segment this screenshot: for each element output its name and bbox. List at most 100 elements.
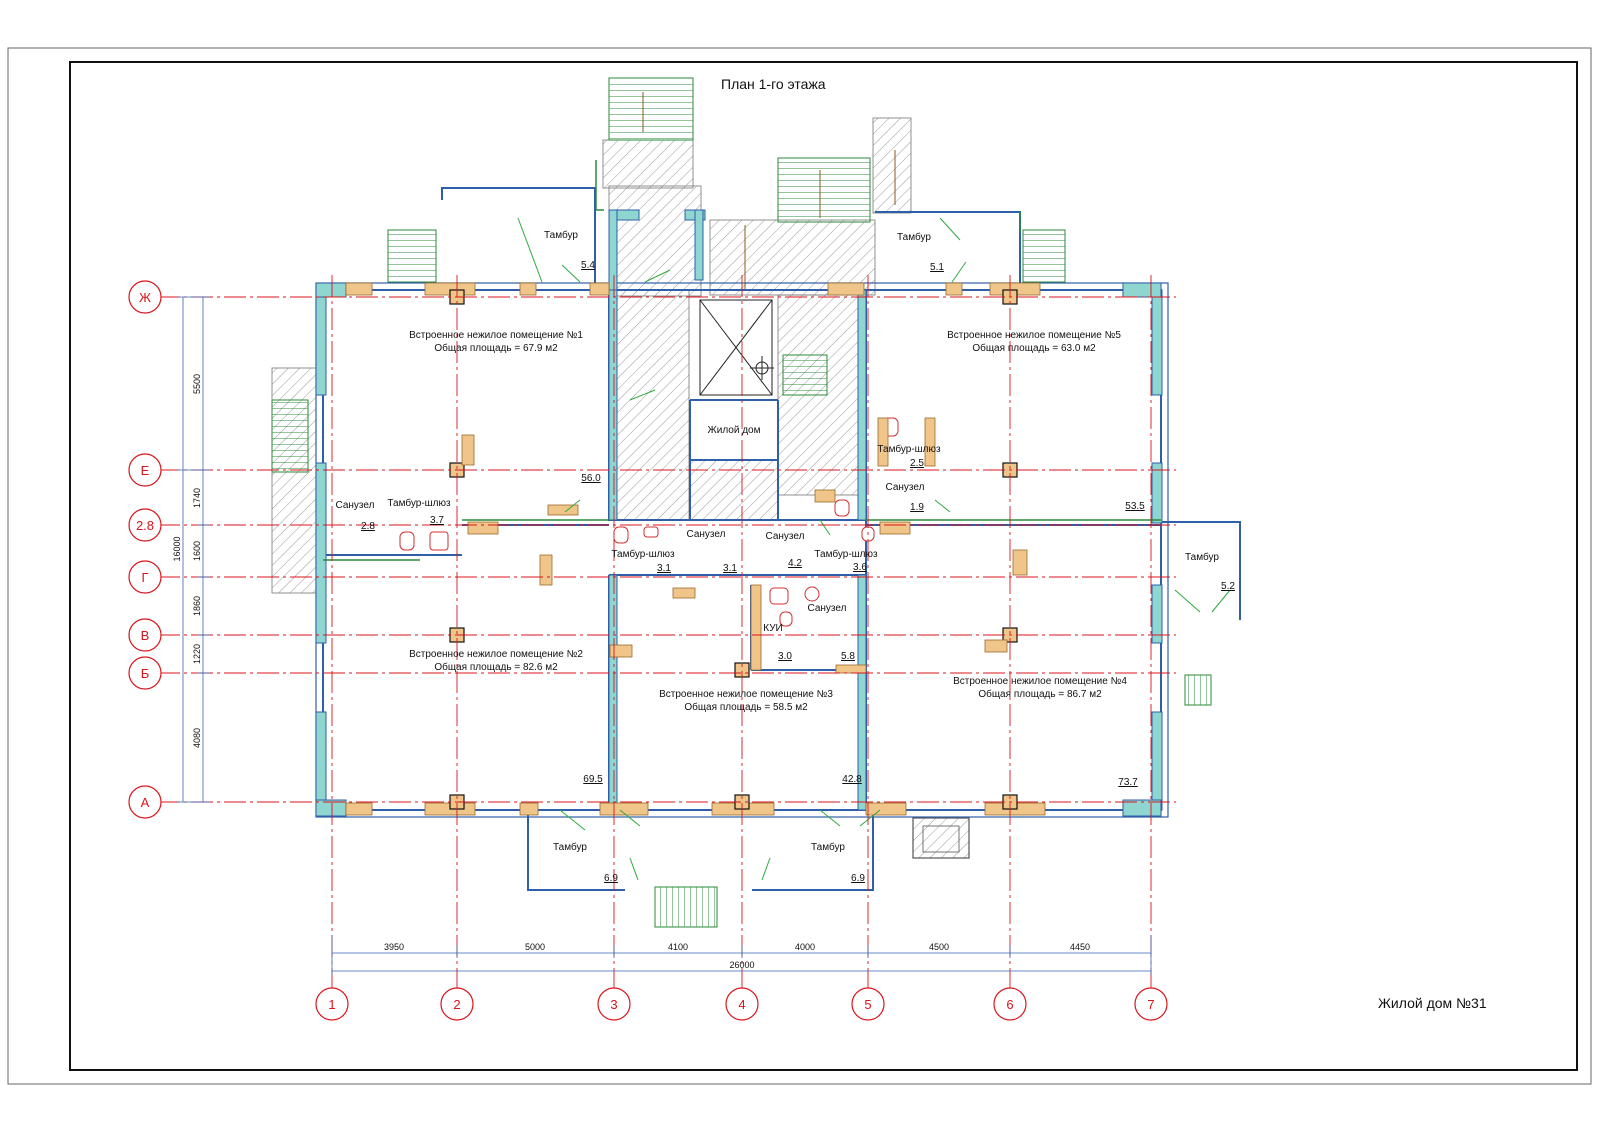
room-4-area: Общая площадь = 86.7 м2 (978, 688, 1102, 700)
axis-label-5: 5 (864, 997, 871, 1012)
area-t-top-left: 5.4 (581, 260, 595, 271)
dim-1740: 1740 (192, 488, 202, 508)
shluz-left: Тамбур-шлюз (387, 497, 451, 509)
area-t-bottom-left: 6.9 (604, 873, 618, 884)
dim-16000: 16000 (172, 536, 182, 561)
dim-4000: 4000 (795, 942, 815, 952)
tambur-bottom-left: Тамбур (553, 841, 587, 853)
area-shluz-c1: 3.1 (657, 563, 671, 574)
sanuzel-right: Санузел (886, 482, 925, 493)
area-kui: 3.0 (778, 651, 792, 662)
area-san-c3: 5.8 (841, 651, 855, 662)
dimension-values-vertical: 5500 1740 1600 1860 1220 4080 16000 (172, 374, 202, 748)
dim-4500: 4500 (929, 942, 949, 952)
dim-5000: 5000 (525, 942, 545, 952)
room-1-area: Общая площадь = 67.9 м2 (434, 342, 558, 354)
grid-axes-vertical (331, 275, 1152, 990)
dimension-lines-horizontal (331, 935, 1152, 975)
dim-4450: 4450 (1070, 942, 1090, 952)
dimension-values-horizontal: 3950 5000 4100 4000 4500 4450 26000 (384, 942, 1090, 970)
axis-labels-left: Ж Е 2.8 Г В Б А (136, 290, 154, 810)
tambur-right: Тамбур (1185, 551, 1219, 563)
door-swings (517, 217, 1231, 881)
axis-label-g: Г (141, 570, 148, 585)
area-r3: 42.8 (842, 774, 862, 785)
area-shluz-left: 3.7 (430, 515, 444, 526)
dim-4080: 4080 (192, 728, 202, 748)
elevator-shaft (699, 299, 774, 396)
dim-5500: 5500 (192, 374, 202, 394)
hatched-cores (271, 117, 970, 859)
area-t-right: 5.2 (1221, 581, 1235, 592)
area-r4: 73.7 (1118, 777, 1138, 788)
building-label: Жилой дом №31 (1378, 995, 1487, 1011)
axis-label-b: Б (141, 666, 150, 681)
wet-zone-walls (461, 417, 1028, 674)
area-r1: 56.0 (581, 473, 601, 484)
axis-label-6: 6 (1006, 997, 1013, 1012)
axis-bubbles-left (128, 280, 162, 819)
outer-frame (7, 47, 1592, 1085)
kui-label: КУИ (763, 623, 782, 634)
area-shluz-c2: 4.2 (788, 558, 802, 569)
axis-label-v: В (141, 628, 150, 643)
sanuzel-left: Санузел (336, 500, 375, 511)
axis-labels-bottom: 1 2 3 4 5 6 7 (328, 997, 1154, 1012)
area-shluz-right: 2.5 (910, 458, 924, 469)
axis-label-2: 2 (453, 997, 460, 1012)
wall-openings (345, 282, 1046, 816)
room-2-name: Встроенное нежилое помещение №2 (409, 649, 583, 660)
shluz-center-2: Тамбур-шлюз (814, 548, 878, 560)
dim-1220: 1220 (192, 644, 202, 664)
room-5-name: Встроенное нежилое помещение №5 (947, 330, 1121, 341)
area-r5: 53.5 (1125, 501, 1145, 512)
sanuzel-center-3: Санузел (808, 603, 847, 614)
tambur-top-right: Тамбур (897, 231, 931, 243)
axis-label-zh: Ж (139, 290, 151, 305)
room-3-name: Встроенное нежилое помещение №3 (659, 689, 833, 700)
axis-label-1: 1 (328, 997, 335, 1012)
shluz-right: Тамбур-шлюз (877, 443, 941, 455)
room-5-area: Общая площадь = 63.0 м2 (972, 342, 1096, 354)
axis-label-4: 4 (738, 997, 745, 1012)
partitions (323, 160, 1161, 561)
area-t-top-right: 5.1 (930, 262, 944, 273)
area-san-right: 1.9 (910, 502, 924, 513)
plan-title: План 1-го этажа (721, 76, 826, 92)
tambur-bottom-right: Тамбур (811, 841, 845, 853)
room-labels: Встроенное нежилое помещение №1 Общая пл… (336, 229, 1220, 853)
grid-axes-horizontal (158, 296, 1176, 803)
dim-3950: 3950 (384, 942, 404, 952)
tambur-top-left: Тамбур (544, 229, 578, 241)
stairs (271, 77, 1212, 928)
area-r2: 69.5 (583, 774, 603, 785)
area-san-c1: 3.1 (723, 563, 737, 574)
room-4-name: Встроенное нежилое помещение №4 (953, 676, 1127, 687)
sanuzel-center-1: Санузел (687, 529, 726, 540)
room-2-area: Общая площадь = 82.6 м2 (434, 661, 558, 673)
axis-label-a: А (141, 795, 150, 810)
area-values: 5.4 5.1 56.0 2.8 3.7 3.1 3.1 4.2 3.6 2.5… (361, 260, 1235, 884)
room-1-name: Встроенное нежилое помещение №1 (409, 330, 583, 341)
area-shluz-c3: 3.6 (853, 562, 867, 573)
sanitary-fixtures (399, 417, 899, 627)
room-3-area: Общая площадь = 58.5 м2 (684, 701, 808, 713)
sanuzel-center-2: Санузел (766, 531, 805, 542)
dim-1600: 1600 (192, 541, 202, 561)
dimension-lines-vertical (177, 296, 210, 803)
axis-label-e: Е (141, 463, 150, 478)
area-san-left: 2.8 (361, 521, 375, 532)
axis-label-3: 3 (610, 997, 617, 1012)
axis-label-7: 7 (1147, 997, 1154, 1012)
dim-4100: 4100 (668, 942, 688, 952)
inner-frame (69, 61, 1578, 1071)
axis-bubbles-bottom (315, 987, 1168, 1021)
shluz-center-1: Тамбур-шлюз (611, 548, 675, 560)
axis-label-2-8: 2.8 (136, 518, 154, 533)
dim-1860: 1860 (192, 596, 202, 616)
columns (449, 289, 1018, 810)
residential-label: Жилой дом (708, 425, 761, 436)
dim-26000: 26000 (729, 960, 754, 970)
area-t-bottom-right: 6.9 (851, 873, 865, 884)
